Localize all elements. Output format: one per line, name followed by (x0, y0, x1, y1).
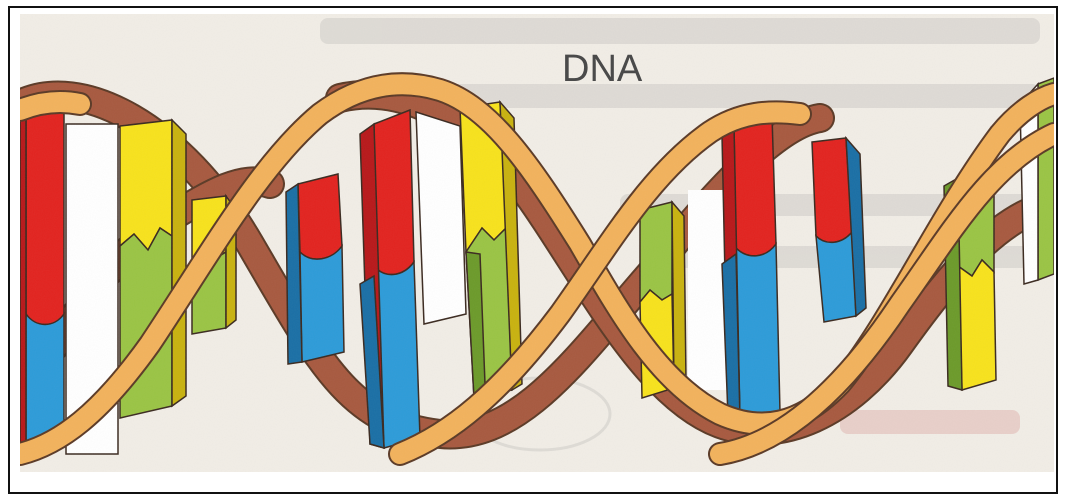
dna-diagram (20, 14, 1054, 472)
dna-illustration: DNA (20, 14, 1054, 472)
paper-texture (20, 14, 1054, 472)
diagram-title: DNA (562, 48, 642, 91)
